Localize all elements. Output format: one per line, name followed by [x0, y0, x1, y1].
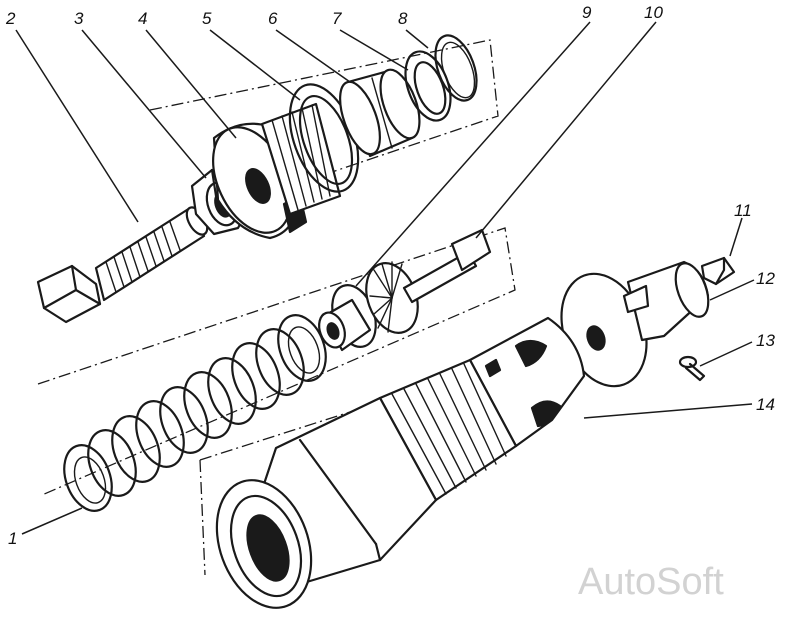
part-spring-seat: [318, 284, 377, 352]
part-valve: [365, 228, 492, 334]
group-frame-middle: [37, 227, 516, 496]
part-labels: 2 3 4 5 6 7 8 9 10 11 12 13 14 1: [5, 3, 775, 548]
label-part-10: 10: [644, 3, 663, 22]
label-part-9: 9: [582, 3, 592, 22]
part-adjusting-screw: [36, 206, 209, 324]
label-part-7: 7: [332, 9, 342, 28]
label-part-4: 4: [138, 9, 147, 28]
part-pin: [678, 355, 706, 382]
leader-lines: [15, 21, 755, 535]
part-spring: [63, 314, 327, 512]
label-part-13: 13: [756, 331, 775, 350]
watermark: AutoSoft: [578, 561, 724, 603]
label-part-12: 12: [756, 269, 775, 288]
part-bushing: [339, 68, 421, 158]
part-snap-ring: [434, 34, 478, 102]
label-part-2: 2: [5, 9, 16, 28]
label-part-5: 5: [202, 9, 212, 28]
part-guide-piston: [560, 260, 710, 388]
label-part-1: 1: [8, 529, 17, 548]
part-valve-body: [215, 316, 586, 609]
label-part-14: 14: [756, 395, 775, 414]
label-part-3: 3: [74, 9, 84, 28]
label-part-8: 8: [398, 9, 408, 28]
part-plug: [700, 256, 736, 286]
label-part-11: 11: [734, 201, 752, 220]
label-part-6: 6: [268, 9, 278, 28]
group-frame-bottom: [199, 299, 701, 576]
